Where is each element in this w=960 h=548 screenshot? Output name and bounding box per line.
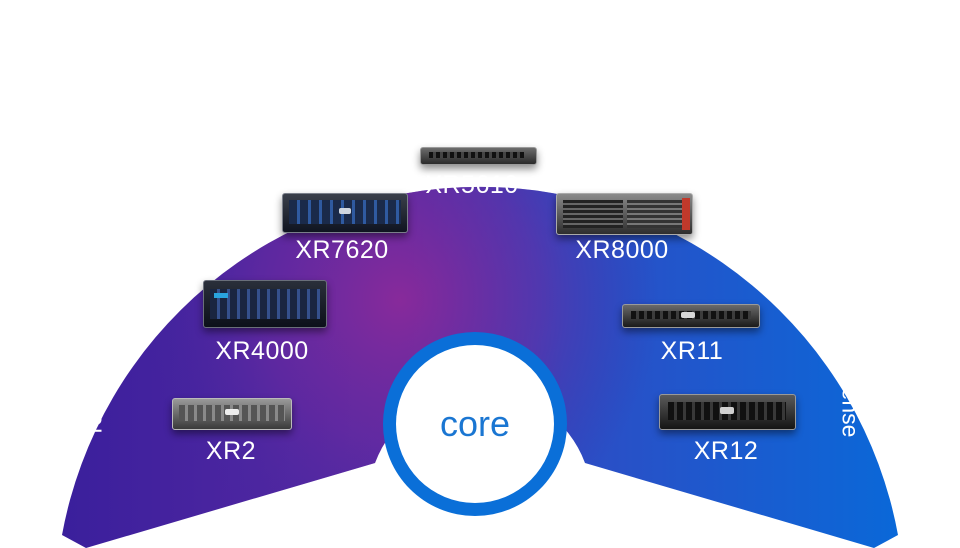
server-label-xr12: XR12: [693, 437, 759, 465]
server-xr5610-image: [420, 147, 537, 165]
core-label: core: [439, 403, 511, 444]
server-label-xr8000: XR8000: [575, 236, 669, 264]
industry-label-retail: retail: [80, 383, 107, 434]
server-label-xr7620: XR7620: [295, 236, 389, 264]
server-label-xr5610: XR5610: [425, 171, 519, 199]
server-label-xr2: XR2: [205, 437, 257, 465]
server-xr4000-image: [203, 280, 327, 328]
server-label-xr4000: XR4000: [215, 337, 309, 365]
server-xr12-image: [659, 394, 796, 430]
industry-label-defense: defense: [837, 355, 864, 438]
server-xr2-image: [172, 398, 292, 430]
server-xr8000-image: [556, 193, 693, 235]
core-circle: core: [396, 345, 554, 503]
server-xr7620-image: [282, 193, 408, 233]
server-xr11-image: [622, 304, 760, 328]
server-label-xr11: XR11: [660, 337, 724, 365]
